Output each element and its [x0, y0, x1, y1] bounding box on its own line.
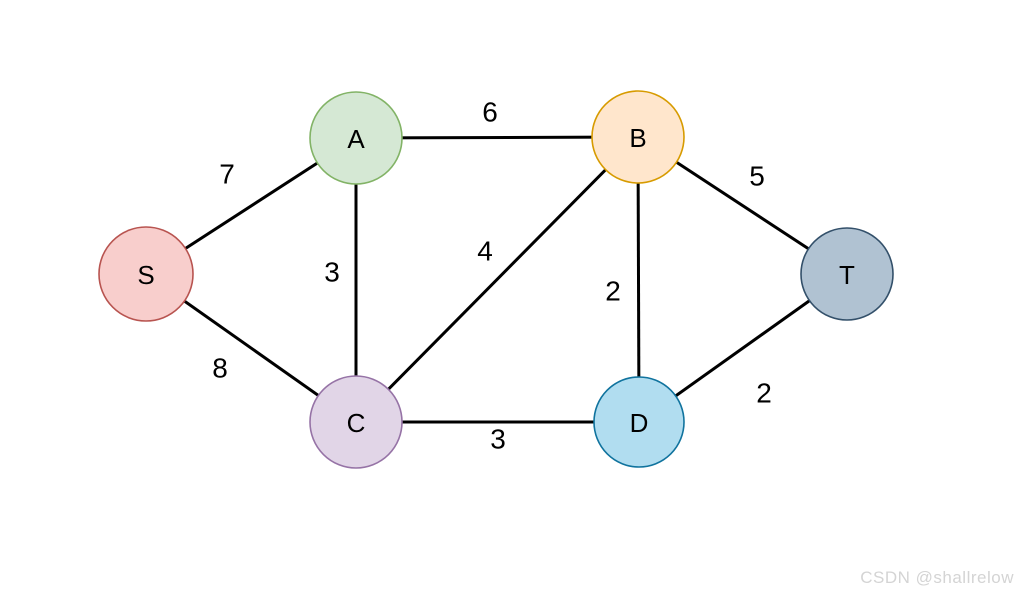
- edge-weight-A-C: 3: [324, 257, 340, 288]
- edge-C-B: [354, 135, 640, 424]
- node-C-circle: [309, 375, 403, 469]
- csdn-watermark: CSDN @shallrelow: [860, 568, 1014, 587]
- node-D-circle: [593, 376, 685, 468]
- node-B-circle: [591, 90, 685, 184]
- edge-weight-S-C: 8: [212, 353, 228, 384]
- edge-weight-A-B: 6: [482, 97, 498, 128]
- node-T-circle: [800, 227, 894, 321]
- node-S-label: S: [137, 260, 154, 290]
- node-B: B: [591, 90, 685, 184]
- node-A-circle: [309, 91, 403, 185]
- node-C-label: C: [347, 408, 366, 438]
- node-D: D: [593, 376, 685, 468]
- edge-weight-S-A: 7: [219, 159, 235, 190]
- edge-weight-B-D: 2: [605, 276, 621, 307]
- node-C: C: [309, 375, 403, 469]
- node-D-label: D: [630, 408, 649, 438]
- edge-A-B: [355, 135, 639, 140]
- edge-weight-C-B: 4: [477, 236, 493, 267]
- node-T-label: T: [839, 260, 855, 290]
- node-T: T: [800, 227, 894, 321]
- node-A: A: [309, 91, 403, 185]
- edge-labels-layer: 7 8 6 3 4 2 5 3 2: [212, 97, 772, 455]
- edge-weight-D-T: 2: [756, 378, 772, 409]
- edge-weight-B-T: 5: [749, 161, 765, 192]
- edge-weight-C-D: 3: [490, 424, 506, 455]
- edge-B-D: [636, 136, 641, 423]
- nodes-layer: S A B C D T: [98, 90, 894, 469]
- node-S-circle: [98, 226, 194, 322]
- node-S: S: [98, 226, 194, 322]
- node-A-label: A: [347, 124, 365, 154]
- edges-layer: [145, 135, 848, 424]
- node-B-label: B: [629, 123, 646, 153]
